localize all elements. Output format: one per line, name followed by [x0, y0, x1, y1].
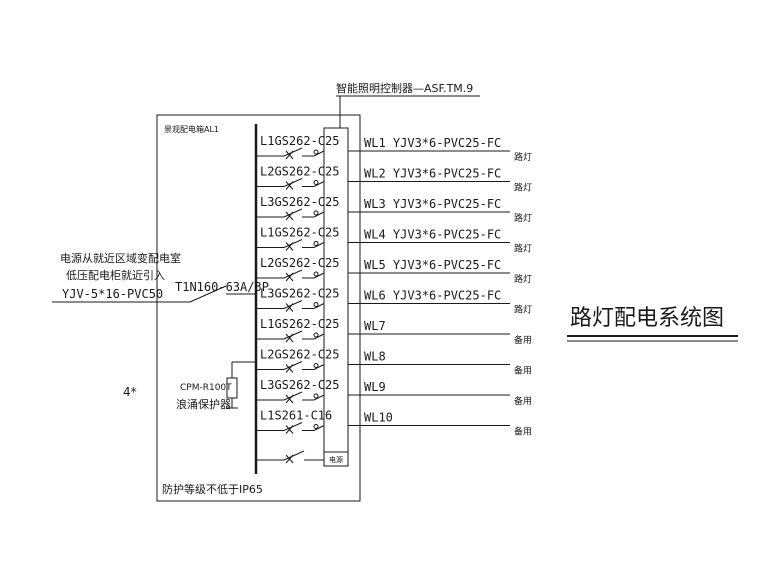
breaker-cross-b-1 [285, 150, 294, 160]
contact-blade-8 [313, 364, 325, 370]
contact-blade-1 [313, 150, 325, 157]
breaker-cross-b-2 [285, 181, 294, 190]
panel-label: 景观配电箱AL1 [164, 124, 219, 134]
incoming-text-2: 低压配电柜就近引入 [66, 268, 165, 282]
contact-coil-8 [313, 363, 319, 368]
power-box [323, 451, 349, 467]
contact-blade-7 [313, 333, 325, 340]
breaker-blade-2 [283, 178, 303, 187]
circuit-label-8: WL8 [364, 350, 386, 364]
circuit-label-5: WL5 YJV3*6-PVC25-FC [364, 258, 501, 272]
circuit-label-10: WL10 [364, 411, 393, 425]
contact-blade-2 [313, 181, 325, 187]
breaker-label-1: L1GS262-C25 [260, 134, 339, 148]
incoming-cable: YJV-5*16-PVC50 [62, 287, 163, 301]
breaker-blade-9 [283, 391, 303, 401]
spare-breaker-blade [283, 450, 305, 461]
contact-coil-9 [313, 393, 319, 399]
spd-model: CPM-R100T [180, 383, 232, 393]
main-breaker-label: T1N160-63A/3P [175, 280, 269, 294]
circuit-label-7: WL7 [364, 319, 386, 333]
circuit-label-6: WL6 YJV3*6-PVC25-FC [364, 289, 501, 303]
contact-blade-5 [313, 272, 325, 279]
circuit-label-3: WL3 YJV3*6-PVC25-FC [364, 197, 501, 211]
breaker-blade-4 [283, 239, 303, 248]
incoming-text-1: 电源从就近区域变配电室 [60, 251, 181, 265]
main-breaker-blade [189, 285, 227, 303]
breaker-cross-b-4 [285, 242, 294, 251]
load-label-10: 备用 [514, 426, 532, 438]
breaker-label-8: L2GS262-C25 [260, 348, 339, 362]
circuit-label-1: WL1 YJV3*6-PVC25-FC [364, 136, 501, 150]
contact-coil-6 [313, 302, 319, 307]
load-label-3: 路灯 [514, 212, 532, 224]
panel-enclosure [156, 114, 361, 502]
breaker-cross-b-8 [285, 364, 294, 373]
spd-name: 浪涌保护器 [176, 397, 231, 411]
breaker-blade-10 [283, 422, 303, 431]
breaker-cross-b-9 [285, 394, 294, 404]
breaker-label-7: L1GS262-C25 [260, 317, 339, 331]
diagram-title: 路灯配电系统图 [570, 306, 724, 331]
circuit-label-2: WL2 YJV3*6-PVC25-FC [364, 167, 501, 181]
contact-coil-1 [313, 149, 319, 155]
contact-coil-2 [313, 180, 319, 185]
breaker-label-9: L3GS262-C25 [260, 378, 339, 392]
circuits: L1GS262-C25 WL1 YJV3*6-PVC25-FC 路灯 L2GS262-… [256, 134, 532, 438]
spare-breaker-cross-b [285, 454, 294, 464]
contact-blade-3 [313, 211, 325, 218]
contact-coil-5 [313, 271, 319, 277]
circuit-label-4: WL4 YJV3*6-PVC25-FC [364, 228, 501, 242]
load-label-4: 路灯 [514, 243, 532, 255]
contact-blade-4 [313, 242, 325, 248]
breaker-blade-6 [283, 300, 303, 309]
breaker-cross-b-7 [285, 333, 294, 343]
contact-coil-3 [313, 210, 319, 216]
contact-coil-10 [313, 424, 319, 429]
breaker-cross-b-3 [285, 211, 294, 221]
load-label-9: 备用 [514, 395, 532, 407]
breaker-label-5: L2GS262-C25 [260, 256, 339, 270]
protection-label: 防护等级不低于IP65 [162, 482, 263, 496]
count-label: 4* [123, 385, 137, 399]
load-label-8: 备用 [514, 365, 532, 377]
load-label-1: 路灯 [514, 151, 532, 163]
breaker-blade-5 [283, 269, 303, 279]
contact-coil-7 [313, 332, 319, 338]
breaker-label-4: L1GS262-C25 [260, 226, 339, 240]
breaker-label-6: L3GS262-C25 [260, 287, 339, 301]
breaker-blade-1 [283, 147, 303, 157]
load-label-2: 路灯 [514, 182, 532, 194]
controller-label: 智能照明控制器—ASF.TM.9 [336, 81, 473, 95]
breaker-cross-b-10 [285, 425, 294, 434]
contact-blade-9 [313, 394, 325, 401]
circuit-label-9: WL9 [364, 380, 386, 394]
load-label-6: 路灯 [514, 304, 532, 316]
breaker-label-3: L3GS262-C25 [260, 195, 339, 209]
breaker-blade-7 [283, 330, 303, 340]
breaker-cross-b-6 [285, 303, 294, 312]
contact-blade-6 [313, 303, 325, 309]
breaker-cross-b-5 [285, 272, 294, 282]
power-label: 电源 [329, 455, 343, 464]
load-label-7: 备用 [514, 334, 532, 346]
breaker-label-2: L2GS262-C25 [260, 165, 339, 179]
load-label-5: 路灯 [514, 273, 532, 285]
contact-blade-10 [313, 425, 325, 431]
breaker-label-10: L1S261-C16 [260, 409, 332, 423]
contact-coil-4 [313, 241, 319, 246]
breaker-blade-3 [283, 208, 303, 218]
breaker-blade-8 [283, 361, 303, 370]
